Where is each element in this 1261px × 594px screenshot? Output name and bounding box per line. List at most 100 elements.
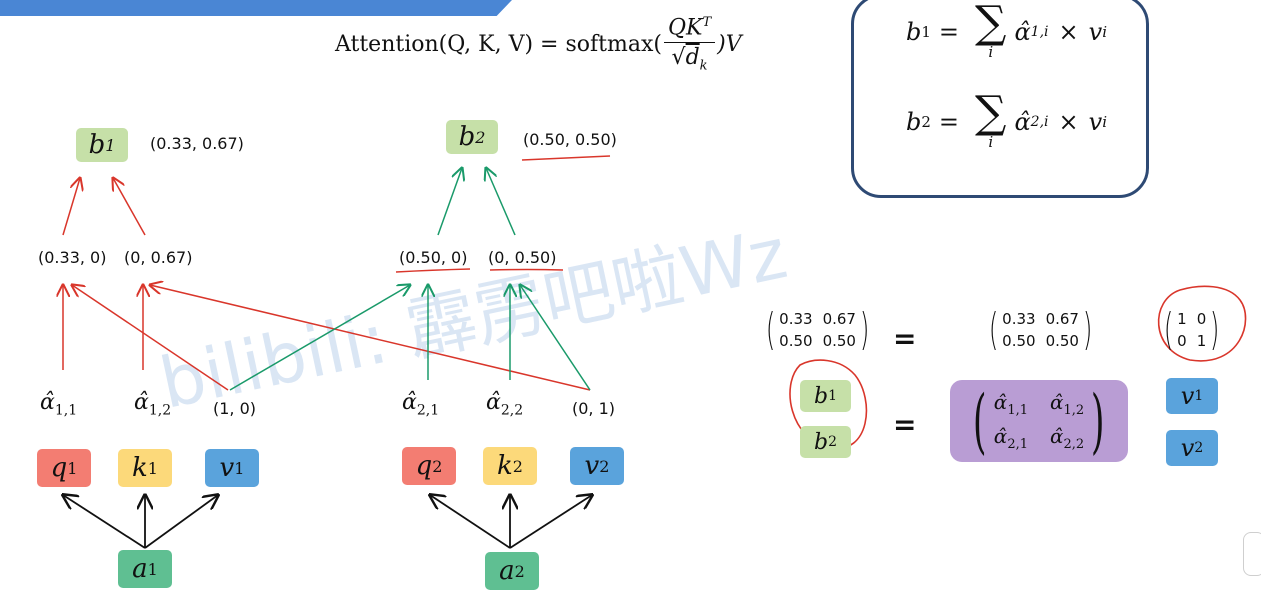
matrix-b1-sub: 1 [828,388,837,404]
arrow-a1-to-v1 [144,495,218,549]
alpha12-symbol: α̂ [134,390,149,415]
am21-sym: α̂ [993,424,1008,448]
matrix-b2-label: b [813,429,829,455]
alpha22-sub: 2,2 [500,402,524,419]
identity-matrix: ( 1 0 0 1 ) [1160,308,1223,352]
matrix-b1-label: b [813,383,829,409]
a2-sub: 2 [514,561,525,581]
m2-cell-00: 0.33 [1002,310,1036,328]
arrow-coef2-to-pair4 [520,285,591,391]
formula-num-sup: T [702,14,712,30]
identity-rparen: ) [1210,304,1220,355]
matrix2-lparen: ( [988,304,999,355]
sum1-index: i [988,43,994,61]
side-panel-handle[interactable] [1243,532,1261,576]
arrow-pair4-to-b2 [486,168,516,236]
arrow-pair3-to-b2 [437,168,462,236]
q2-sup: 2 [432,456,443,476]
matrix-v2-label: v [1180,434,1195,462]
id-cell-00: 1 [1177,310,1187,328]
pair-0-0-67: (0, 0.67) [124,248,193,267]
am12-sym: α̂ [1050,390,1064,414]
coef-1-0: (1, 0) [213,399,257,418]
v1-label: v [219,453,235,483]
sum1-v: v [1088,18,1103,46]
am12-sub: 1,2 [1063,403,1085,418]
alpha-1-1: α̂1,1 [40,390,77,418]
sum2-v: v [1088,108,1103,136]
formula-den: d [685,44,700,70]
left-red-arrows [63,178,591,391]
m1-cell-00: 0.33 [779,310,813,328]
k2-label: k [497,451,513,481]
sum1-sigma: ∑ [975,0,1007,48]
id-cell-01: 0 [1196,310,1207,328]
alpha21-sub: 2,1 [416,402,440,419]
am22-sym: α̂ [1050,424,1064,448]
b2-value: (0.50, 0.50) [523,130,617,149]
attention-formula: Attention(Q, K, V) = softmax( QKT √dk )V [335,8,742,80]
matrix-v2-sup: 2 [1194,440,1204,456]
alpha-matrix-11: α̂1,1 [994,390,1028,418]
sum1-times: × [1058,18,1079,46]
b2-sub: 2 [475,127,486,147]
v2-sup: 2 [599,456,610,476]
m2-cell-10: 0.50 [1002,332,1036,350]
alpha-2-2: α̂2,2 [486,390,523,418]
formula-fraction: QKT √dk [663,14,716,74]
k1-sup: 1 [147,458,158,478]
alpha21-symbol: α̂ [402,390,417,415]
circle-b-boxes [789,359,868,450]
am22-sub: 2,2 [1063,437,1085,452]
matrix1-rparen: ) [859,304,870,355]
b1-label: b [88,130,106,160]
am11-sub: 1,1 [1007,403,1028,418]
a1-label: a [132,554,148,584]
matrix-weights: ( 0.33 0.67 0.50 0.50 ) [762,308,873,352]
arrow-a2-to-v2 [509,495,592,549]
alpha-1-2: α̂1,2 [134,390,171,418]
pair-0-0-50: (0, 0.50) [488,248,557,267]
underline-b2-value [521,155,611,161]
alpha-2-1: α̂2,1 [402,390,439,418]
m1-cell-01: 0.67 [822,310,856,328]
underline-pair4 [489,268,564,271]
sum1-eq: = [938,18,960,46]
top-accent-bar [0,0,512,16]
arrow-a1-to-q1 [63,495,146,549]
matrix2-rparen: ) [1082,304,1093,355]
sum1-alpha-sub: 1,i [1030,24,1049,40]
k1-label: k [132,453,148,483]
alpha-matrix-rparen: ) [1091,380,1105,462]
sum2-eq: = [938,108,960,136]
alpha11-sub: 1,1 [54,402,78,419]
id-cell-10: 0 [1177,332,1187,350]
a2-label: a [499,556,515,586]
arrow-coef1-to-pair3 [229,285,410,391]
alpha-matrix-21: α̂2,1 [994,424,1028,452]
formula-lhs: Attention(Q, K, V) = softmax( [335,31,662,57]
sum1-b: b [906,18,922,46]
sum2-alpha-sub: 2,i [1030,114,1049,130]
pair-0-50-0: (0.50, 0) [399,248,468,267]
formula-num: QK [667,14,703,40]
m1-cell-10: 0.50 [779,332,813,350]
alpha22-symbol: α̂ [486,390,501,415]
matrix1-lparen: ( [765,304,776,355]
handwritten-annotations [395,155,1247,450]
sum2-v-sup: i [1102,113,1107,131]
formula-den-sub: k [699,58,708,74]
